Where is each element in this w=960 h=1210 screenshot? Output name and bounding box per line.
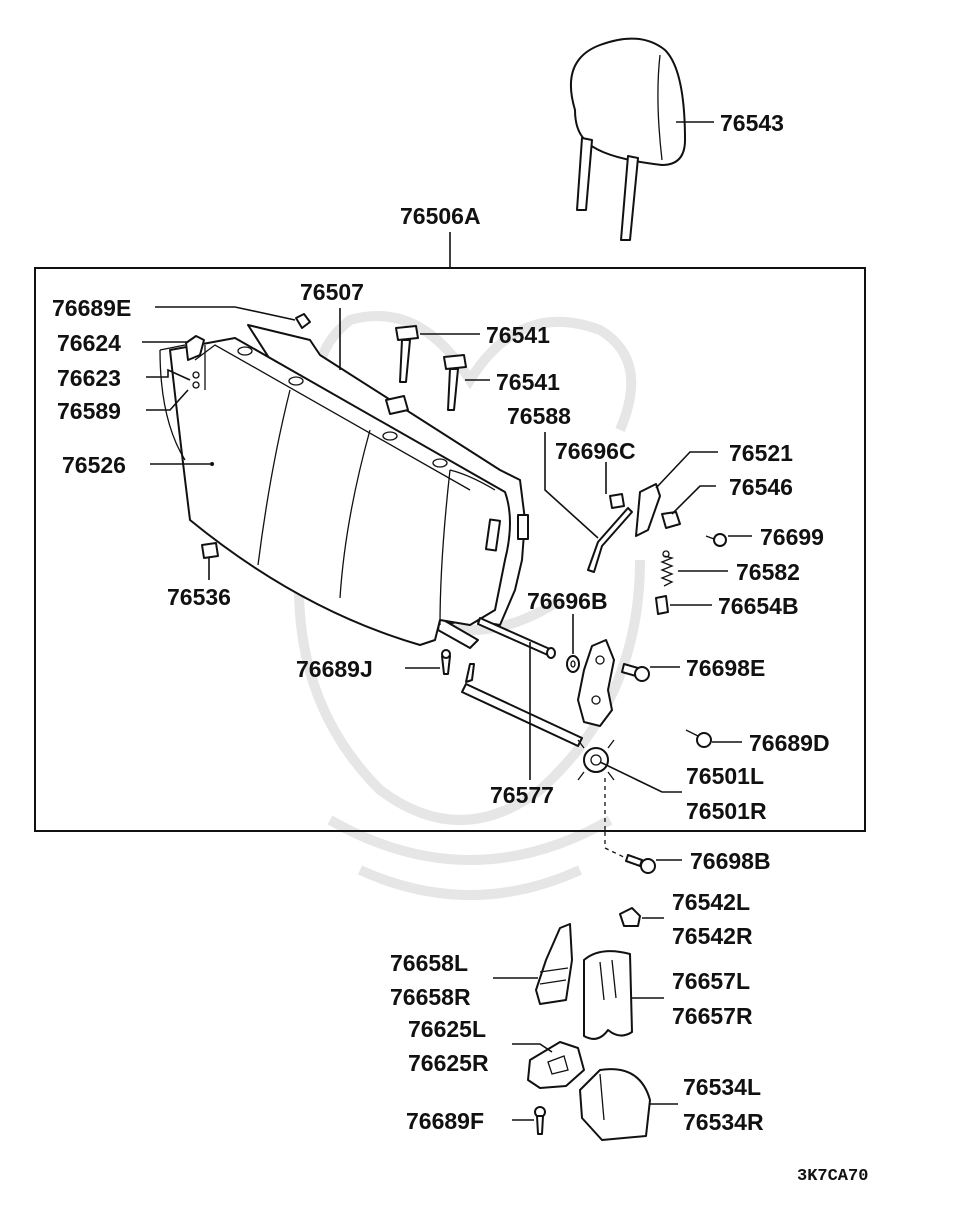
label-76526: 76526 xyxy=(62,452,126,478)
screw-76689J-part xyxy=(441,649,451,675)
shaft-76577-part xyxy=(461,617,583,747)
hook-76689E-part xyxy=(295,313,311,329)
label-76625L: 76625L xyxy=(408,1016,486,1042)
label-76588: 76588 xyxy=(507,403,571,429)
label-76577: 76577 xyxy=(490,782,554,808)
assembly-box xyxy=(34,267,866,832)
label-76541-bottom: 76541 xyxy=(496,369,560,395)
leader-76588 xyxy=(544,432,599,539)
leader-76501 xyxy=(599,761,682,793)
label-76543: 76543 xyxy=(720,110,784,136)
label-76501R: 76501R xyxy=(686,798,767,824)
screw-76689F-part xyxy=(534,1106,546,1135)
label-76689D: 76689D xyxy=(749,730,830,756)
headrest-part xyxy=(569,37,686,241)
cap-76542-part xyxy=(619,907,641,927)
label-76657L: 76657L xyxy=(672,968,750,994)
label-76689J: 76689J xyxy=(296,656,373,682)
label-76658L: 76658L xyxy=(390,950,468,976)
cover-76625-part xyxy=(527,1041,585,1089)
label-76624: 76624 xyxy=(57,330,121,356)
label-76625R: 76625R xyxy=(408,1050,489,1076)
label-76542R: 76542R xyxy=(672,923,753,949)
label-76696C: 76696C xyxy=(555,438,636,464)
leader-76589 xyxy=(146,389,189,411)
rod-76588-part xyxy=(587,507,633,573)
label-76699: 76699 xyxy=(760,524,824,550)
bracket-76624-part xyxy=(185,335,206,390)
leader-76625 xyxy=(512,1043,553,1053)
label-76689F: 76689F xyxy=(406,1108,484,1134)
label-76623: 76623 xyxy=(57,365,121,391)
guide-76541-top-part xyxy=(395,325,419,383)
lever-76521-part xyxy=(635,483,661,537)
label-76536: 76536 xyxy=(167,584,231,610)
label-76507: 76507 xyxy=(300,279,364,305)
cover-76657-part xyxy=(583,950,633,1040)
label-76521: 76521 xyxy=(729,440,793,466)
label-76501L: 76501L xyxy=(686,763,764,789)
bolt-76698B-part xyxy=(625,854,656,874)
label-76506A: 76506A xyxy=(400,203,481,229)
stopper-76536-part xyxy=(201,542,219,559)
dot-76526 xyxy=(210,462,214,466)
label-76582: 76582 xyxy=(736,559,800,585)
label-76654B: 76654B xyxy=(718,593,799,619)
label-76541-top: 76541 xyxy=(486,322,550,348)
label-76546: 76546 xyxy=(729,474,793,500)
label-76657R: 76657R xyxy=(672,1003,753,1029)
bolt-76698E-part xyxy=(621,663,650,682)
dashed-axis-lower xyxy=(604,832,635,863)
bushing-76654B-part xyxy=(655,595,669,615)
label-76542L: 76542L xyxy=(672,889,750,915)
label-76534R: 76534R xyxy=(683,1109,764,1135)
hinge-76658-part xyxy=(535,923,573,1005)
label-76698B: 76698B xyxy=(690,848,771,874)
label-76689E: 76689E xyxy=(52,295,131,321)
label-76658R: 76658R xyxy=(390,984,471,1010)
guide-76541-bottom-part xyxy=(443,354,467,411)
cover-76534-part xyxy=(579,1068,651,1141)
label-76589: 76589 xyxy=(57,398,121,424)
diagram-code: 3K7CA70 xyxy=(797,1167,868,1186)
leader-76689E xyxy=(155,306,296,321)
seatback-pad-part xyxy=(159,337,511,646)
recliner-76501-part xyxy=(577,639,615,781)
label-76698E: 76698E xyxy=(686,655,765,681)
screw-76699-part xyxy=(705,533,727,547)
spring-76582-part xyxy=(660,550,675,587)
washer-76696B-part xyxy=(566,655,580,673)
leader-76623 xyxy=(146,368,191,381)
label-76534L: 76534L xyxy=(683,1074,761,1100)
clip-76696C-part xyxy=(609,493,625,509)
leader-76521 xyxy=(655,451,718,489)
leader-76546 xyxy=(671,485,716,515)
label-76696B: 76696B xyxy=(527,588,608,614)
bolt-76689D-part xyxy=(685,729,712,748)
knob-76546-part xyxy=(661,511,681,529)
